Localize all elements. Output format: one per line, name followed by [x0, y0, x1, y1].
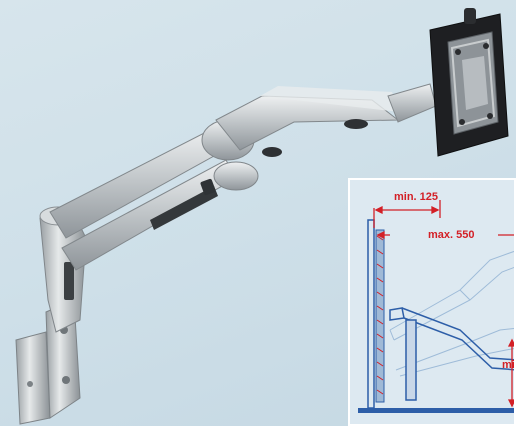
lower-arm — [49, 127, 237, 271]
bracket-screw-icon — [62, 376, 70, 384]
upper-arm — [215, 83, 437, 151]
max-reach-label: max. 550 — [428, 229, 475, 241]
dimension-diagram: min. 125 max. 550 mi — [348, 178, 516, 426]
tilt-knob-icon — [464, 8, 476, 24]
wall-bracket — [15, 299, 81, 425]
min-height-label: mi — [502, 359, 515, 371]
vertical-post — [39, 205, 87, 333]
min-offset-label: min. 125 — [394, 191, 439, 203]
dimension-drawing — [358, 200, 514, 413]
monitor-mount-plate — [429, 8, 509, 157]
